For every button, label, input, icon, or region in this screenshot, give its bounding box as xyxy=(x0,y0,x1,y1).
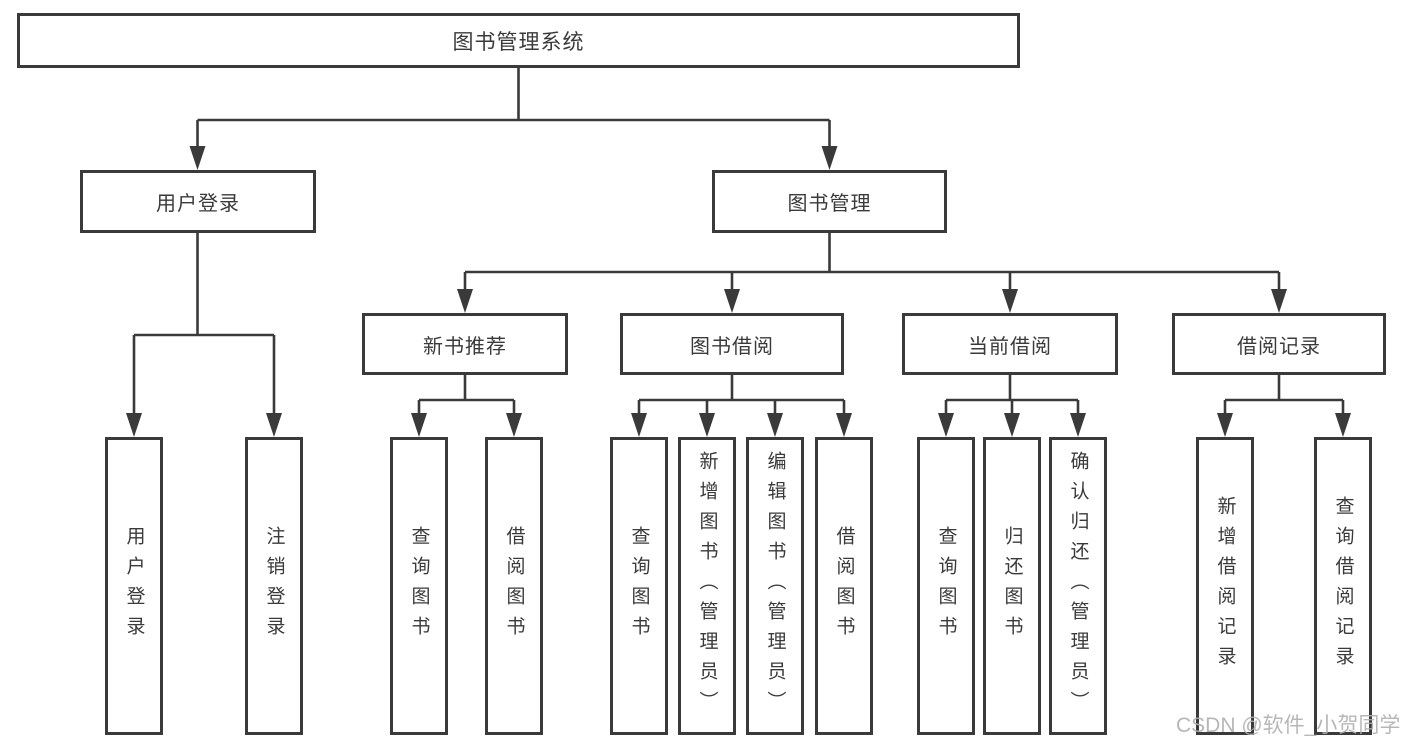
leaf-current-confirm-label: 确认归还（管理员） xyxy=(1067,451,1089,721)
node-book-borrow-label: 图书借阅 xyxy=(690,335,774,358)
leaf-logout: 注销登录 xyxy=(245,437,303,735)
leaf-record-add-label: 新增借阅记录 xyxy=(1214,496,1236,676)
csdn-watermark: CSDN @软件_小贺同学 xyxy=(1176,714,1401,737)
node-borrow-records: 借阅记录 xyxy=(1172,313,1386,375)
leaf-newbook-query-label: 查询图书 xyxy=(408,526,430,646)
leaf-current-return-label: 归还图书 xyxy=(1001,526,1023,646)
leaf-borrow-query: 查询图书 xyxy=(610,437,668,735)
leaf-borrow-add: 新增图书（管理员） xyxy=(678,437,736,735)
node-current-borrow: 当前借阅 xyxy=(902,313,1118,375)
leaf-current-confirm: 确认归还（管理员） xyxy=(1049,437,1107,735)
node-book-borrow: 图书借阅 xyxy=(620,313,844,375)
leaf-newbook-borrow-label: 借阅图书 xyxy=(503,526,525,646)
node-book-mgmt-label: 图书管理 xyxy=(787,193,872,215)
node-book-mgmt: 图书管理 xyxy=(712,170,947,233)
leaf-user-login: 用户登录 xyxy=(105,437,163,735)
leaf-user-login-label: 用户登录 xyxy=(123,526,145,646)
leaf-borrow-edit-label: 编辑图书（管理员） xyxy=(764,451,786,721)
node-new-book-rec-label: 新书推荐 xyxy=(423,335,507,358)
leaf-record-query: 查询借阅记录 xyxy=(1314,437,1372,735)
leaf-current-return: 归还图书 xyxy=(983,437,1041,735)
leaf-newbook-borrow: 借阅图书 xyxy=(485,437,543,735)
leaf-newbook-query: 查询图书 xyxy=(390,437,448,735)
leaf-record-add: 新增借阅记录 xyxy=(1196,437,1254,735)
leaf-logout-label: 注销登录 xyxy=(263,526,285,646)
leaf-borrow-query-label: 查询图书 xyxy=(628,526,650,646)
node-root-label: 图书管理系统 xyxy=(452,30,585,54)
node-user-login: 用户登录 xyxy=(80,170,316,233)
leaf-borrow-add-label: 新增图书（管理员） xyxy=(696,451,718,721)
leaf-current-query-label: 查询图书 xyxy=(935,526,957,646)
leaf-borrow-edit: 编辑图书（管理员） xyxy=(746,437,804,735)
leaf-borrow-borrow-label: 借阅图书 xyxy=(833,526,855,646)
node-user-login-label: 用户登录 xyxy=(156,193,240,215)
node-root: 图书管理系统 xyxy=(17,13,1020,68)
leaf-record-query-label: 查询借阅记录 xyxy=(1332,496,1354,676)
leaf-current-query: 查询图书 xyxy=(917,437,975,735)
node-borrow-records-label: 借阅记录 xyxy=(1237,335,1321,358)
node-new-book-rec: 新书推荐 xyxy=(362,313,568,375)
leaf-borrow-borrow: 借阅图书 xyxy=(815,437,873,735)
node-current-borrow-label: 当前借阅 xyxy=(968,335,1052,358)
